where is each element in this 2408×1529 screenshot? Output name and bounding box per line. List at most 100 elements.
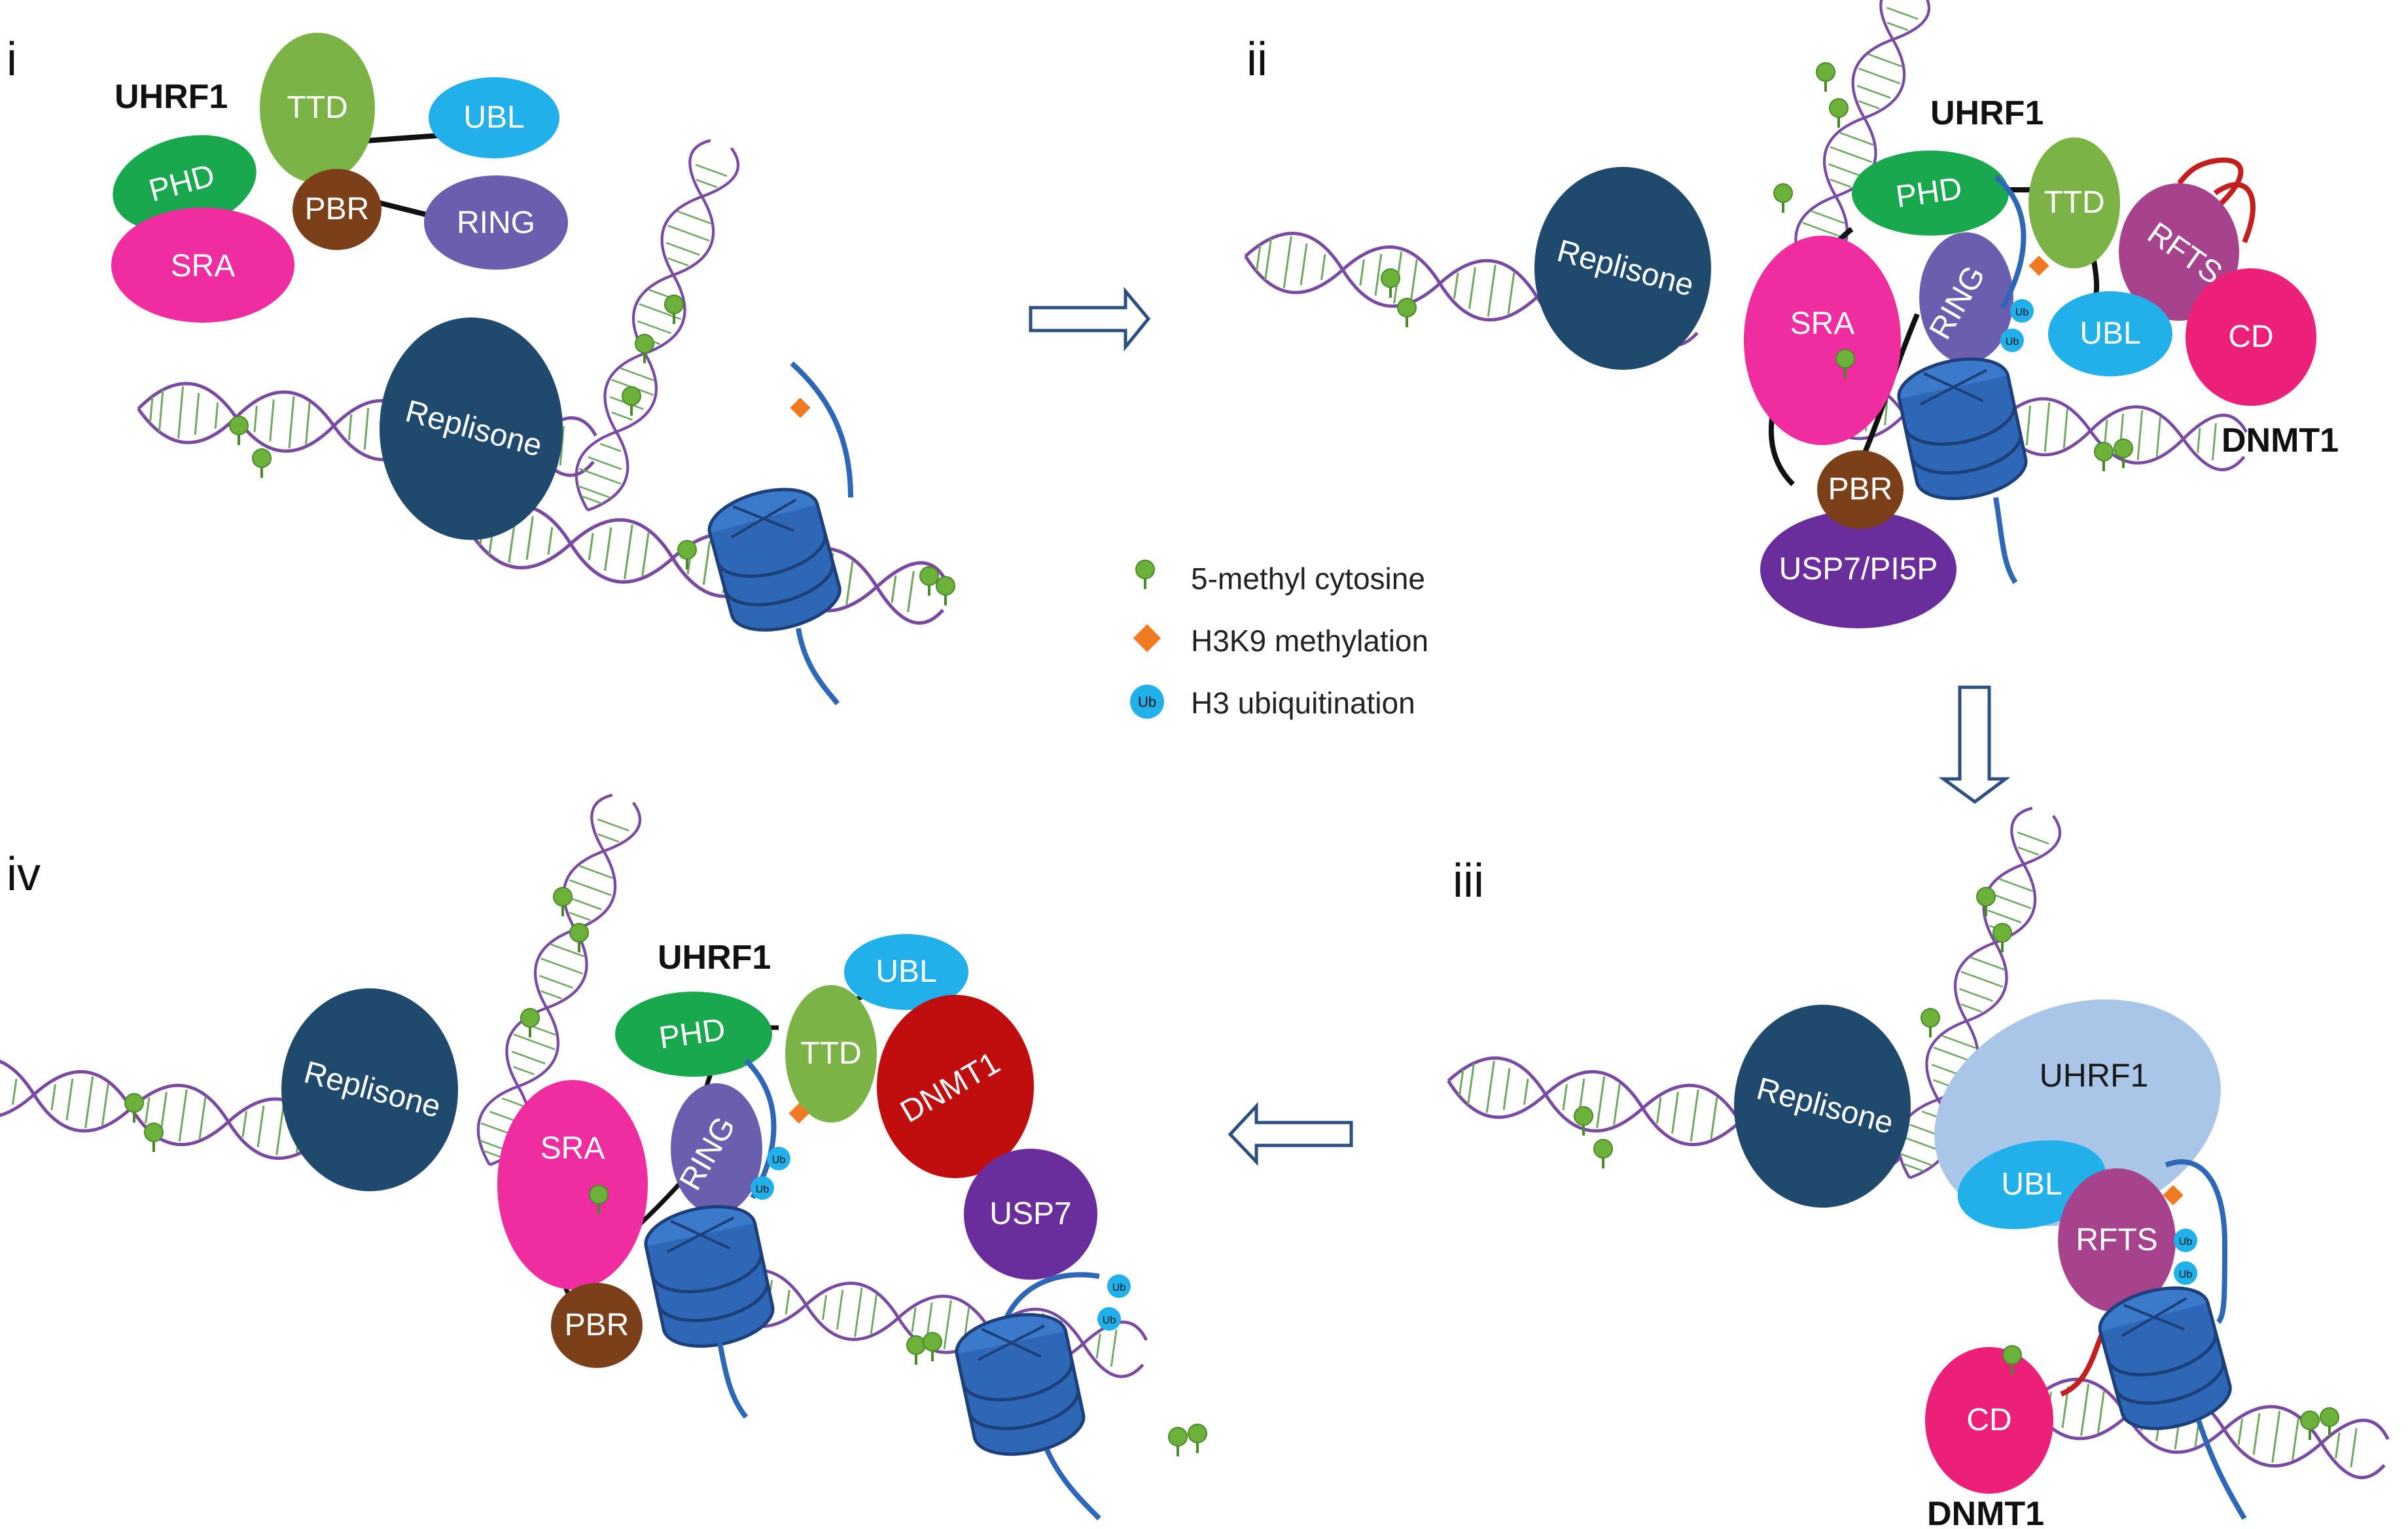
panel-i-histone-tail-bottom [796, 628, 840, 706]
panel-iv-usp7-label: USP7 [989, 1196, 1071, 1231]
methyl-mark [1815, 62, 1836, 93]
panel-iv-ttd-domain [785, 985, 877, 1123]
methyl-mark [1773, 183, 1794, 214]
panel-i-ttd-domain [260, 33, 375, 183]
methyl-mark [1380, 268, 1401, 299]
panel-iv-sra-label: SRA [540, 1131, 605, 1166]
panel-iii-ubl-label: UBL [2001, 1167, 2062, 1202]
panel-ii-ring-domain [1919, 232, 2013, 363]
h3k9-mark [788, 1103, 809, 1124]
panel-iii-cd-domain [1925, 1347, 2053, 1494]
methyl-mark [906, 1335, 927, 1366]
panel-iv-ring-domain [671, 1083, 762, 1214]
panel-iii-label: iii [1453, 855, 1484, 907]
panel-ii-dnmt1-title: DNMT1 [2222, 422, 2339, 459]
methyl-mark [1187, 1423, 1208, 1454]
ub-mark: Ub [2000, 329, 2024, 352]
panel-iv-histone-tail-bottom [717, 1341, 749, 1419]
panel-iii-uhrf1-label: UHRF1 [2040, 1057, 2149, 1094]
ub-mark: Ub [2010, 299, 2034, 323]
panel-ii-cd-domain [2186, 268, 2316, 406]
panel-ii-histone-tail-bottom [1993, 497, 2018, 585]
arrow-right-icon [1029, 287, 1151, 352]
panel-ii-usp-domain [1760, 511, 1956, 628]
methyl-mark [552, 886, 573, 918]
panel-ii-replisome [1534, 167, 1711, 370]
methyl-mark [1992, 922, 2013, 954]
panel-ii-sra-label: SRA [1790, 306, 1855, 341]
ub-mark: Ub [767, 1147, 790, 1170]
panel-iv-ubl-label: UBL [876, 954, 936, 989]
h3k9-mark [790, 397, 811, 418]
methyl-mark [143, 1122, 164, 1153]
ub-mark: Ub [1107, 1274, 1131, 1298]
panel-iv-uhrf1-title: UHRF1 [658, 939, 771, 977]
panel-ii-ubl-domain [2048, 291, 2172, 376]
panel-i-sra-label: SRA [171, 249, 236, 283]
ub-mark-label: Ub [772, 1155, 786, 1166]
h3k9-mark [2028, 255, 2049, 276]
panel-iv-nucleosome-2 [951, 1306, 1089, 1464]
methyl-mark [935, 575, 956, 607]
ub-mark: Ub [1097, 1307, 1121, 1331]
legend-ub-icon-label: Ub [1138, 694, 1156, 710]
panel-ii-ubl-label: UBL [2080, 316, 2140, 351]
ub-mark-label: Ub [2179, 1269, 2193, 1280]
panel-ii-nucleosome [1894, 350, 2031, 508]
panel-ii-pbr-domain [1817, 450, 1903, 529]
panel-ii-label: ii [1247, 33, 1267, 86]
panel-i-ubl-label: UBL [463, 100, 524, 135]
legend-methyl-icon [1135, 559, 1156, 590]
ub-mark-label: Ub [1112, 1282, 1126, 1293]
methyl-mark [1593, 1138, 1614, 1170]
panel-iii-histone-tail [2165, 1159, 2228, 1324]
legend-ub-icon [1130, 685, 1164, 719]
panel-ii-phd-domain [1852, 151, 2009, 236]
panel-ii-red-linker [2177, 157, 2244, 225]
ub-mark-label: Ub [2006, 336, 2019, 348]
panel-i-dna-upper [564, 135, 744, 518]
panel-iv-free-tail [1002, 1272, 1100, 1323]
panel-i-label: i [7, 33, 17, 86]
panel-iv-dna-lower [710, 1264, 1148, 1380]
panel-iv-pbr-label: PBR [565, 1308, 629, 1342]
panel-iv-ttd-label: TTD [800, 1036, 861, 1071]
panel-iv: iv UHRF1 Replisone PHD TTD UBL DNM [0, 790, 1208, 1520]
panel-iv-usp7-domain [964, 1149, 1097, 1280]
panel-iii-cd-label: CD [1966, 1403, 2011, 1437]
panel-iv-nucleosome [641, 1198, 778, 1356]
panel-iii-replisome [1734, 1005, 1911, 1208]
methyl-mark [634, 333, 655, 365]
panel-i-pbr-label: PBR [305, 192, 370, 226]
panel-i-ttd-label: TTD [287, 90, 347, 125]
ub-mark: Ub [751, 1176, 774, 1200]
panel-i-phd-domain [113, 135, 257, 232]
panel-ii-cd-label: CD [2228, 319, 2273, 354]
panel-iv-pbr-domain [551, 1283, 643, 1368]
panel-iv-sra-domain [497, 1080, 648, 1289]
methyl-mark [520, 1007, 540, 1039]
panel-i-ring-label: RING [457, 206, 535, 240]
panel-ii-red-linker-2 [2213, 182, 2256, 243]
panel-iv-dnmt1-domain [877, 995, 1034, 1178]
methyl-mark [251, 448, 272, 479]
legend-h3k9-icon [1133, 624, 1161, 653]
methyl-mark [1920, 1007, 1941, 1039]
panel-iii: iii DNMT1 Replisone UHRF1 UBL RFTS Ub Ub [1444, 803, 2390, 1529]
panel-ii: ii UHRF1 DNMT1 Replisone PHD TTD RFTS [1241, 0, 2339, 628]
panel-ii-usp-label: USP7/PI5P [1779, 552, 1938, 586]
panel-iv-ubl-domain [844, 934, 968, 1010]
panel-iii-rfts-domain [2058, 1168, 2176, 1312]
legend-h3ub-text: H3 ubiquitination [1191, 686, 1415, 720]
panel-i-nucleosome [703, 479, 846, 641]
panel-ii-pbr-label: PBR [1828, 472, 1893, 507]
ub-mark: Ub [2174, 1261, 2197, 1285]
legend-h3k9-text: H3K9 methylation [1191, 624, 1428, 658]
panel-i-histone-tail [790, 361, 853, 498]
arrow-left-icon [1228, 1102, 1353, 1166]
panel-iii-rfts-label: RFTS [2076, 1223, 2157, 1257]
ub-mark-label: Ub [1103, 1315, 1116, 1326]
methyl-mark [1828, 98, 1849, 129]
panel-ii-sra-domain [1744, 236, 1901, 445]
